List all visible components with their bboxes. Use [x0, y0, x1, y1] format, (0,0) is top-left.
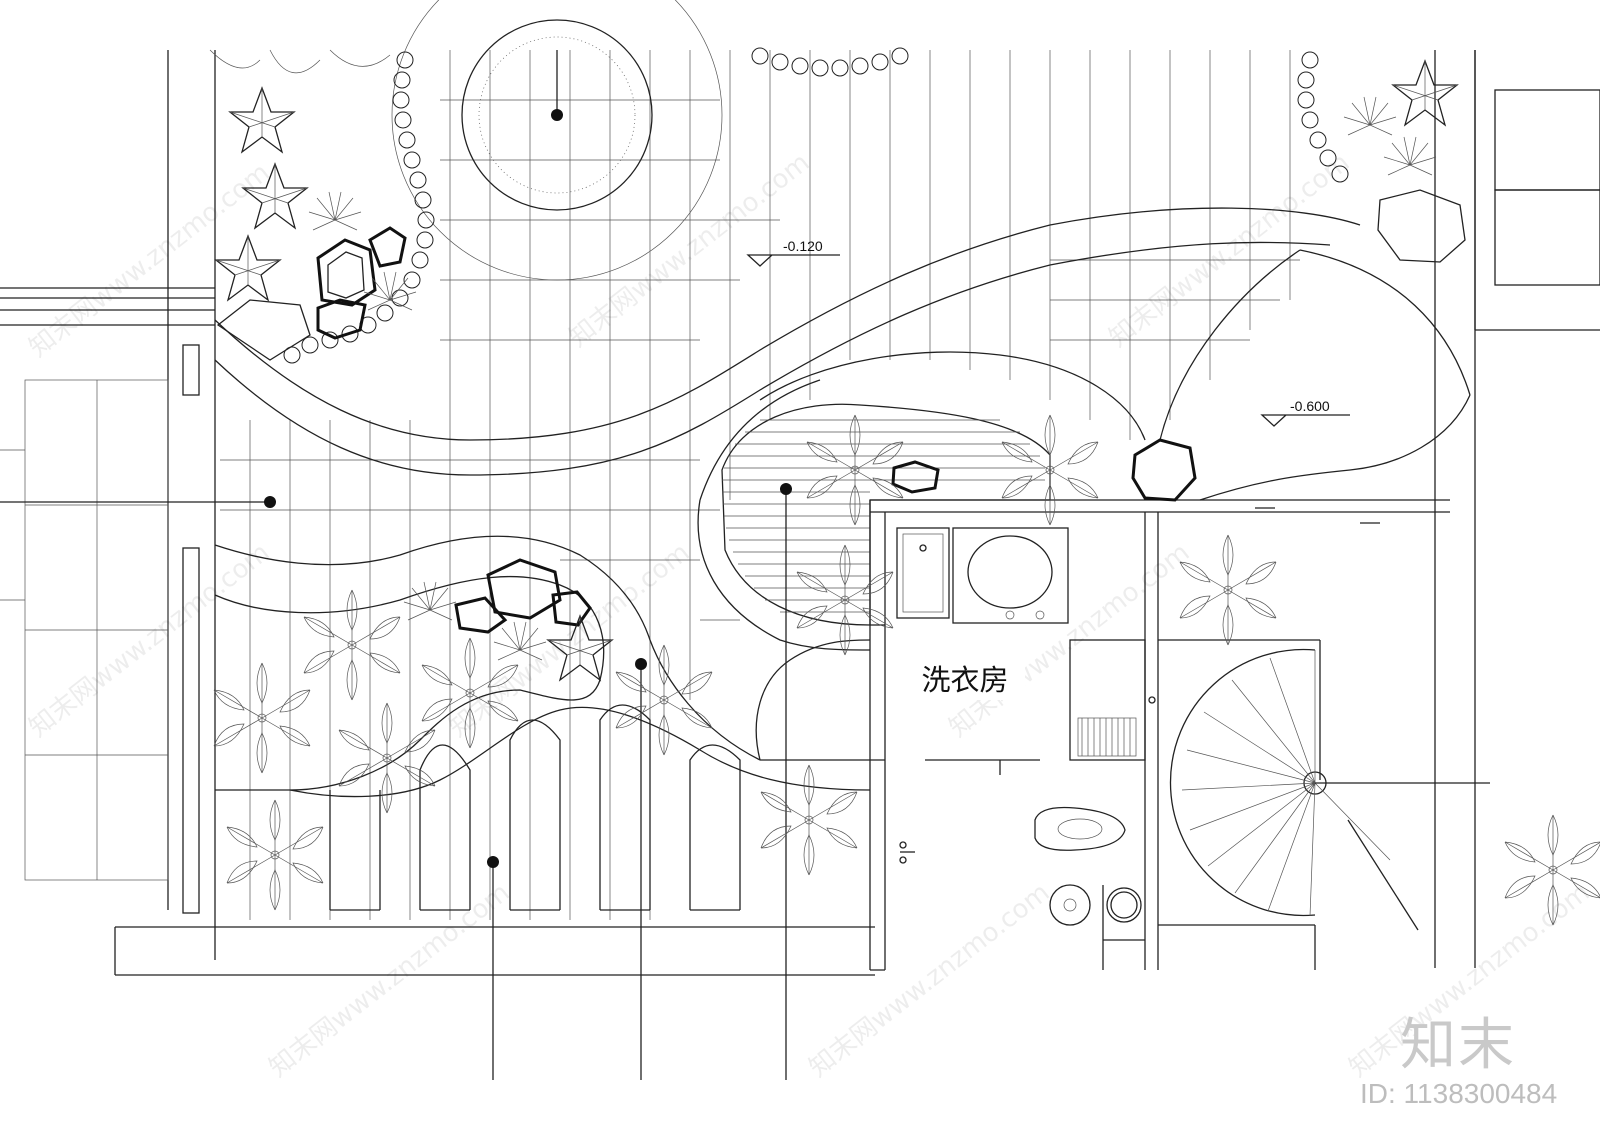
pebble-border: [283, 47, 1349, 364]
planting: [213, 60, 1600, 926]
tree-edge: [209, 49, 391, 74]
image-id: ID: 1138300484: [1360, 1078, 1558, 1109]
brand-logo: 知末: [1400, 1013, 1516, 1078]
level-marker-1: -0.120: [746, 238, 840, 267]
rocks: [216, 189, 1466, 634]
site-boundary: [0, 50, 1600, 976]
building: [760, 499, 1450, 971]
level-marker-2: -0.600: [1260, 398, 1350, 427]
circular-plaza: [391, 0, 723, 281]
paving-pattern: [220, 50, 1300, 920]
planting-bays: [329, 704, 741, 911]
winding-path: [214, 207, 1361, 798]
level-text-1: -0.120: [783, 238, 823, 254]
room-label-laundry: 洗衣房: [905, 660, 1025, 700]
timber-deck: [721, 403, 1051, 626]
entry-arc: [1199, 249, 1471, 524]
neighbor-grid: [0, 379, 169, 881]
callout-leaders: [0, 483, 792, 1080]
level-text-2: -0.600: [1290, 398, 1330, 414]
spiral-staircase: [1169, 648, 1490, 931]
